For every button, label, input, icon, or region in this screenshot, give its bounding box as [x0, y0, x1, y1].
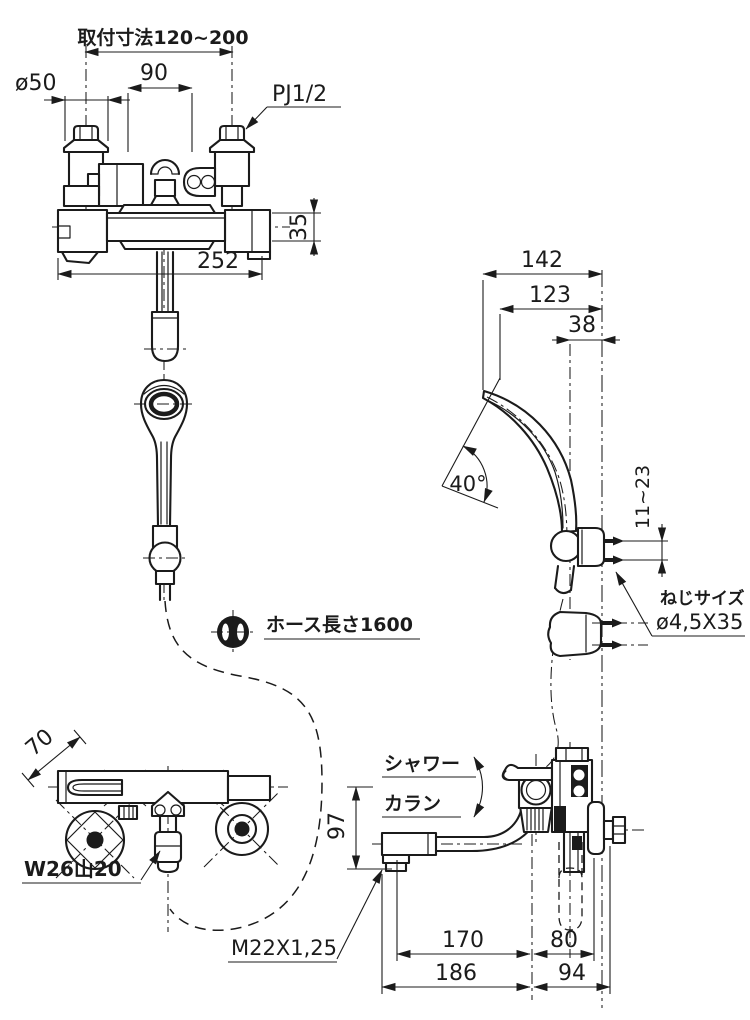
shower-side-view: 142 123 38 40° 11~23	[441, 248, 745, 1008]
faucet-side-view: シャワー カラン	[228, 742, 644, 1000]
holder-ball-joint	[549, 529, 583, 563]
valve-cap	[554, 746, 590, 763]
left-wall-flange	[62, 138, 110, 154]
hose: ホース長さ1600	[164, 600, 420, 931]
adjust-range-label: 11~23	[632, 465, 654, 529]
screw-size-leader	[615, 571, 653, 637]
head-depth-label: 123	[529, 283, 571, 308]
left-flange-plan	[64, 809, 126, 871]
front-view: 取付寸法120~200 ø50 90 PJ1/2 35 252	[15, 26, 341, 372]
shower-hook	[149, 159, 181, 176]
inlet-hex-nut	[611, 815, 627, 845]
right-eccentric-arm	[182, 166, 217, 198]
top-view: 70 W26山20	[21, 724, 288, 932]
head-angle-label: 40°	[449, 472, 486, 496]
right-flange-plan	[214, 801, 270, 857]
right-wall-flange	[208, 138, 256, 154]
hose-length-label: ホース長さ1600	[266, 614, 413, 636]
holder-offset-label: 38	[568, 313, 596, 338]
inlet-thread-label: PJ1/2	[272, 82, 327, 107]
angle-arc	[462, 445, 493, 503]
spout-thread-label: M22X1,25	[231, 936, 337, 960]
bleed-screw	[117, 804, 139, 821]
outlet-pipe	[155, 250, 175, 314]
hanging-handshower-hidden	[558, 867, 583, 931]
shower-position-label: シャワー	[384, 753, 460, 775]
right-handle	[223, 208, 272, 254]
left-eccentric-arm	[97, 162, 145, 208]
body-plan	[56, 769, 230, 805]
hose-thread-leader	[140, 850, 161, 881]
spout-position-label: カラン	[384, 793, 441, 815]
hook-plan	[150, 790, 186, 818]
wall-offset-total-label: 94	[558, 961, 586, 986]
mixer-body	[105, 211, 227, 243]
hose-thread-label: W26山20	[24, 857, 122, 881]
screw-size-caption: ねじサイズ	[660, 588, 745, 609]
spout-reach-label: 170	[442, 928, 484, 953]
diverter-lever	[501, 763, 554, 782]
spout-reach-total-label: 186	[435, 961, 477, 986]
body-width-label: 252	[197, 249, 239, 274]
handshower-front-view	[134, 374, 194, 604]
left-cap-nut	[72, 124, 100, 142]
body-depth-label: 70	[21, 724, 59, 761]
hose-dashed-curve	[164, 600, 323, 931]
aerator	[381, 853, 411, 865]
spout-height-label: 97	[325, 812, 350, 840]
body-height-label: 35	[287, 213, 312, 241]
lever-slot	[66, 778, 124, 797]
flange-diameter-label: ø50	[15, 71, 56, 96]
shower-head-outline	[139, 378, 189, 528]
inlet-thread-leader	[245, 106, 268, 130]
screw-size-label: ø4,5X35	[656, 610, 743, 634]
depth-dim-line	[27, 736, 81, 781]
handle-pitch-label: 90	[140, 61, 168, 86]
hose-nut-plan	[153, 830, 183, 864]
spout-thread-leader	[336, 869, 383, 960]
right-leg-body	[213, 150, 251, 188]
hose-nut	[150, 310, 180, 363]
wall-offset-label: 80	[550, 928, 578, 953]
left-handle	[56, 208, 109, 254]
wall-flange-side	[586, 800, 606, 856]
overall-depth-label: 142	[521, 248, 563, 273]
diverter-skirt	[518, 804, 554, 834]
temperature-lever	[60, 250, 100, 265]
mounting-pitch-label: 取付寸法120~200	[77, 26, 248, 49]
hose-cross-section-icon	[211, 610, 255, 654]
spare-holder	[547, 610, 603, 658]
right-cap-nut	[218, 124, 246, 142]
diverter-rotation-arrow	[473, 756, 485, 818]
